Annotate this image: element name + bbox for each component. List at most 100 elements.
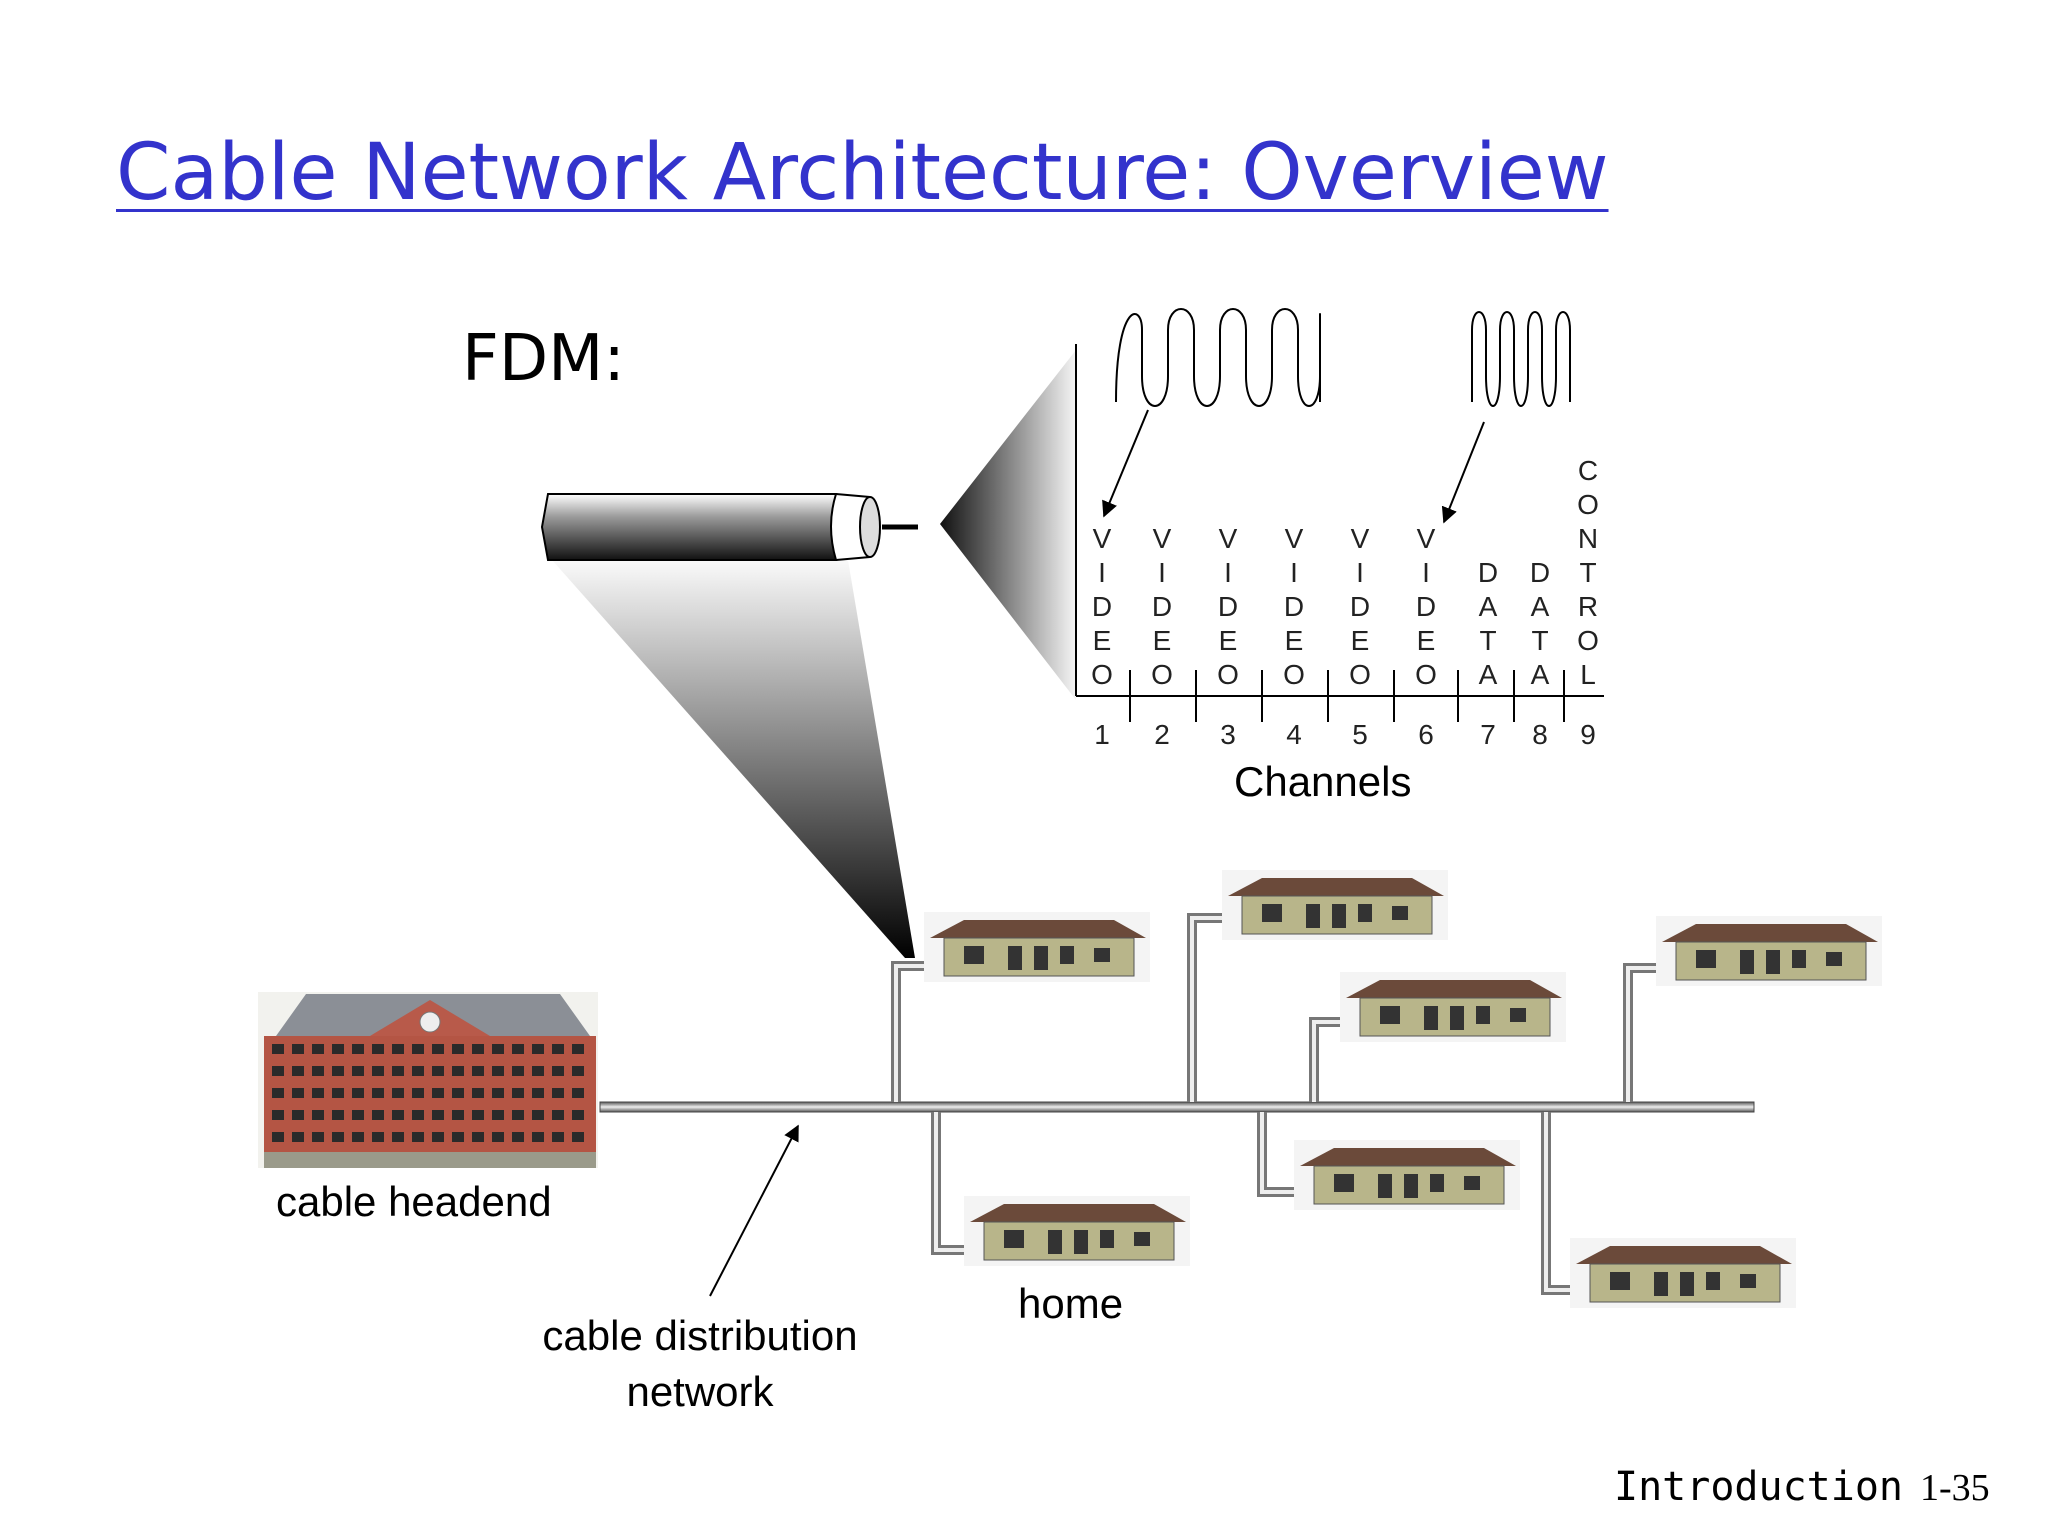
building-window: [512, 1044, 524, 1054]
building-window: [452, 1066, 464, 1076]
channel-letter: T: [1531, 625, 1548, 656]
channel-letter: O: [1091, 659, 1113, 690]
building-window: [552, 1110, 564, 1120]
cable-headend-building-icon: [258, 992, 598, 1168]
building-window: [432, 1044, 444, 1054]
channel-number: 8: [1532, 719, 1548, 750]
building-window: [312, 1110, 324, 1120]
building-window: [312, 1044, 324, 1054]
main-trunk-line: [599, 1101, 1755, 1113]
channel-letter: L: [1580, 659, 1596, 690]
channel-letter: D: [1478, 557, 1498, 588]
home-icon: [924, 912, 1150, 982]
building-window: [392, 1110, 404, 1120]
building-window: [432, 1066, 444, 1076]
building-window: [572, 1088, 584, 1098]
building-window: [572, 1066, 584, 1076]
channel-letter: D: [1092, 591, 1112, 622]
building-window: [372, 1110, 384, 1120]
channel-letter: V: [1285, 523, 1304, 554]
channel-letter: T: [1479, 625, 1496, 656]
channel-letter: O: [1151, 659, 1173, 690]
building-window: [372, 1044, 384, 1054]
building-window: [532, 1110, 544, 1120]
footer-page-number: 1-35: [1920, 1467, 1990, 1509]
distribution-label-line2: network: [626, 1368, 774, 1415]
building-window: [432, 1088, 444, 1098]
channel-letter: D: [1218, 591, 1238, 622]
building-window: [292, 1044, 304, 1054]
building-window: [352, 1088, 364, 1098]
channel-letter: O: [1577, 489, 1599, 520]
building-window: [452, 1110, 464, 1120]
coax-cable-icon: [540, 493, 918, 561]
distribution-arrow: [709, 1124, 799, 1297]
building-window: [412, 1110, 424, 1120]
branch-line: [1623, 963, 1672, 1102]
channel-letter: V: [1417, 523, 1436, 554]
channel-letter: E: [1153, 625, 1172, 656]
building-window: [292, 1066, 304, 1076]
channel-letter: A: [1531, 591, 1550, 622]
building-window: [392, 1088, 404, 1098]
channel-letter: D: [1416, 591, 1436, 622]
channel-number: 4: [1286, 719, 1302, 750]
channel-letter: O: [1283, 659, 1305, 690]
building-window: [352, 1132, 364, 1142]
building-window: [272, 1132, 284, 1142]
channel-letter: T: [1579, 557, 1596, 588]
building-window: [432, 1132, 444, 1142]
building-window: [552, 1044, 564, 1054]
branch-line: [1187, 913, 1236, 1102]
zoom-cone-upper: [940, 350, 1076, 700]
home-icon: [1656, 916, 1882, 986]
video-waveform: [1115, 308, 1322, 407]
home-icon: [1340, 972, 1566, 1042]
channel-letter: R: [1578, 591, 1598, 622]
building-window: [292, 1110, 304, 1120]
channel-letter: E: [1417, 625, 1436, 656]
channel-letter: E: [1219, 625, 1238, 656]
building-window: [572, 1110, 584, 1120]
building-window: [272, 1044, 284, 1054]
channel-number: 9: [1580, 719, 1596, 750]
building-window: [532, 1044, 544, 1054]
channel-number: 7: [1480, 719, 1496, 750]
channel-number: 5: [1352, 719, 1368, 750]
channel-letter: I: [1224, 557, 1232, 588]
footer-section: Introduction: [1614, 1464, 1903, 1510]
building-window: [272, 1066, 284, 1076]
homes-group: [924, 870, 1882, 1308]
building-window: [452, 1132, 464, 1142]
channel-letter: C: [1578, 455, 1598, 486]
channel-letter: D: [1152, 591, 1172, 622]
channel-letter: O: [1349, 659, 1371, 690]
building-window: [492, 1110, 504, 1120]
building-window: [312, 1088, 324, 1098]
zoom-cone-lower: [552, 560, 915, 958]
building-window: [332, 1044, 344, 1054]
building-window: [272, 1088, 284, 1098]
channel-letter: V: [1351, 523, 1370, 554]
building-window: [392, 1066, 404, 1076]
building-window: [452, 1088, 464, 1098]
building-window: [532, 1066, 544, 1076]
building-window: [332, 1132, 344, 1142]
building-window: [372, 1088, 384, 1098]
channel-letter: I: [1158, 557, 1166, 588]
channel-number: 1: [1094, 719, 1110, 750]
channel-letter: E: [1093, 625, 1112, 656]
channel-letter: I: [1356, 557, 1364, 588]
building-window: [412, 1044, 424, 1054]
building-window: [412, 1088, 424, 1098]
home-icon: [1294, 1140, 1520, 1210]
building-window: [312, 1066, 324, 1076]
building-window: [512, 1132, 524, 1142]
fdm-label: FDM:: [462, 322, 625, 396]
building-window: [552, 1066, 564, 1076]
building-window: [492, 1066, 504, 1076]
home-icon: [1222, 870, 1448, 940]
building-window: [332, 1110, 344, 1120]
building-window: [472, 1044, 484, 1054]
cable-distribution-network-label: cable distribution network: [520, 1308, 880, 1420]
